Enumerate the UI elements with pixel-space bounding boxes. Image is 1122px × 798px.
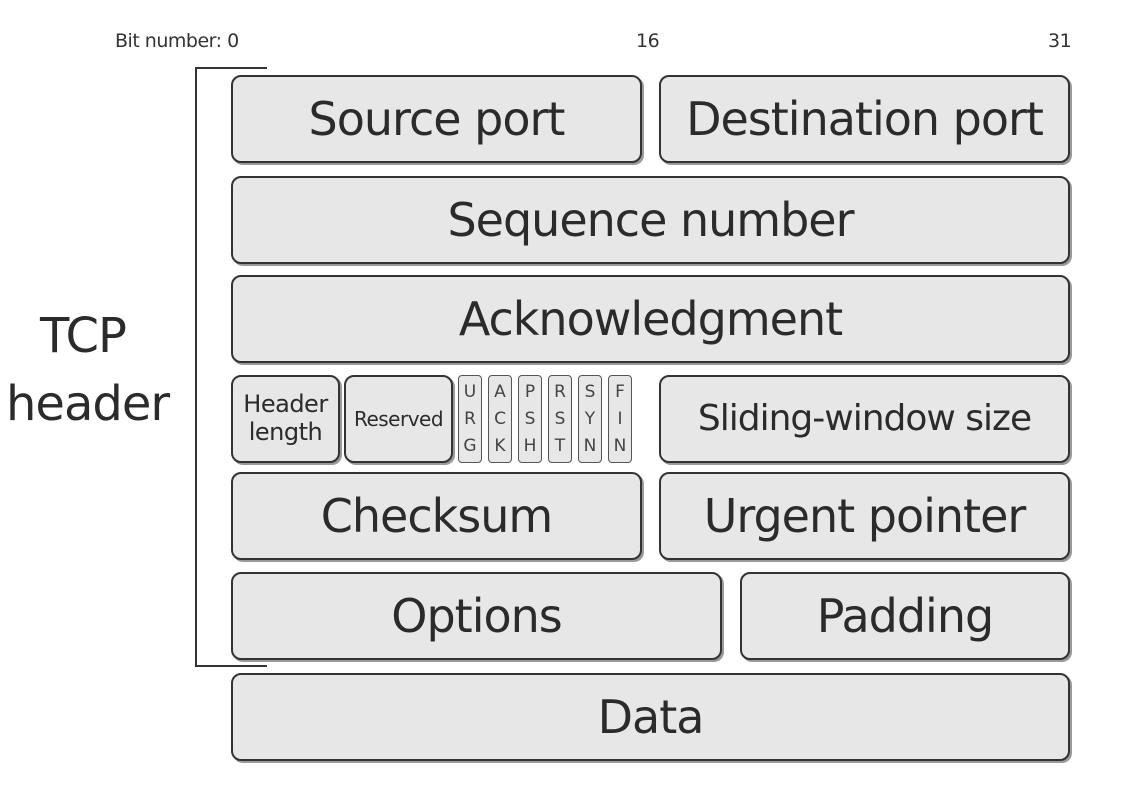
header-length-line2: length — [248, 418, 323, 446]
header-length-field: Header length — [231, 375, 340, 463]
flag-rst-letter: R — [554, 382, 566, 403]
flag-syn-letter: N — [583, 435, 597, 456]
bit-label-start: Bit number: 0 — [115, 30, 239, 52]
header-length-line1: Header — [243, 390, 328, 419]
sliding-window-size-field: Sliding-window size — [659, 375, 1070, 463]
flag-urg-letter: U — [463, 382, 477, 403]
flag-fin-letter: N — [613, 435, 627, 456]
acknowledgment-field: Acknowledgment — [231, 275, 1070, 363]
flag-ack-letter: C — [494, 408, 506, 429]
options-field: Options — [231, 572, 722, 660]
data-field: Data — [231, 673, 1070, 761]
flag-rst-letter: T — [554, 435, 566, 456]
sequence-number-field: Sequence number — [231, 176, 1070, 264]
flag-fin-letter: F — [615, 382, 625, 403]
padding-field: Padding — [740, 572, 1070, 660]
flag-urg-letter: G — [463, 435, 477, 456]
flag-psh-letter: S — [524, 408, 536, 429]
tcp-header-bracket — [195, 67, 267, 667]
flag-psh-letter: P — [524, 382, 536, 403]
flag-psh-letter: H — [523, 435, 537, 456]
checksum-field: Checksum — [231, 472, 642, 560]
header-label: header — [6, 376, 170, 432]
flag-syn-letter: Y — [584, 408, 596, 429]
reserved-field: Reserved — [344, 375, 453, 463]
flag-urg-letter: R — [464, 408, 476, 429]
destination-port-field: Destination port — [659, 75, 1070, 163]
flag-ack-letter: K — [494, 435, 506, 456]
flag-fin-letter: I — [617, 408, 623, 429]
source-port-field: Source port — [231, 75, 642, 163]
bit-label-16: 16 — [636, 30, 660, 52]
urgent-pointer-field: Urgent pointer — [659, 472, 1070, 560]
bit-label-31: 31 — [1048, 30, 1072, 52]
tcp-label: TCP — [40, 308, 127, 364]
flag-rst-letter: S — [554, 408, 566, 429]
flag-ack-letter: A — [494, 382, 506, 403]
flag-syn-letter: S — [584, 382, 596, 403]
